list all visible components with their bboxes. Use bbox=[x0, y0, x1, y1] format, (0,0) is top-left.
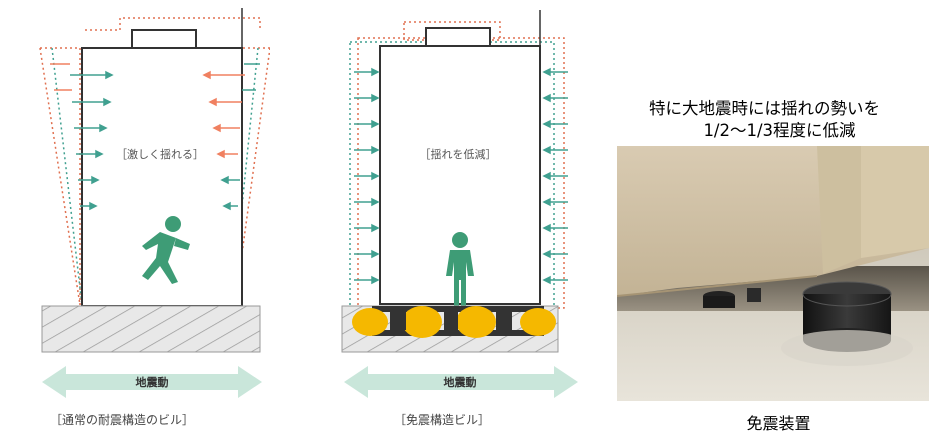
isolator-photo-caption: 免震装置 bbox=[746, 414, 811, 433]
conventional-building-illustration: ［激しく揺れる］ 地震動 bbox=[39, 8, 270, 398]
standing-person-icon bbox=[446, 232, 474, 306]
isolation-damper-group bbox=[352, 306, 556, 338]
seismic-isolator-photo bbox=[617, 146, 929, 401]
isolated-inner-label: ［揺れを低減］ bbox=[420, 147, 497, 161]
ground-motion-label: 地震動 bbox=[444, 375, 477, 389]
conventional-building-caption: ［通常の耐震構造のビル］ bbox=[50, 413, 195, 427]
isolated-building-caption: ［免震構造ビル］ bbox=[394, 413, 491, 427]
isolator-photo-panel: 特に大地震時には揺れの勢いを 1/2〜1/3程度に低減 bbox=[600, 0, 929, 435]
conventional-inner-label: ［激しく揺れる］ bbox=[116, 147, 204, 161]
ground-motion-arrow: 地震動 bbox=[344, 366, 578, 398]
reduction-headline: 特に大地震時には揺れの勢いを 1/2〜1/3程度に低減 bbox=[600, 98, 929, 142]
falling-person-icon bbox=[142, 216, 190, 284]
isolated-building-diagram: ［揺れを低減］ 地震動 bbox=[332, 0, 592, 435]
headline-line-2: 1/2〜1/3程度に低減 bbox=[703, 121, 856, 140]
ground-motion-arrow: 地震動 bbox=[42, 366, 262, 398]
headline-line-1: 特に大地震時には揺れの勢いを bbox=[649, 99, 880, 118]
isolated-building-illustration: ［揺れを低減］ 地震動 bbox=[341, 10, 578, 398]
conventional-building-diagram: ［激しく揺れる］ 地震動 ［通常の耐震構造のビル］ bbox=[20, 0, 270, 435]
ground-motion-label: 地震動 bbox=[136, 375, 169, 389]
